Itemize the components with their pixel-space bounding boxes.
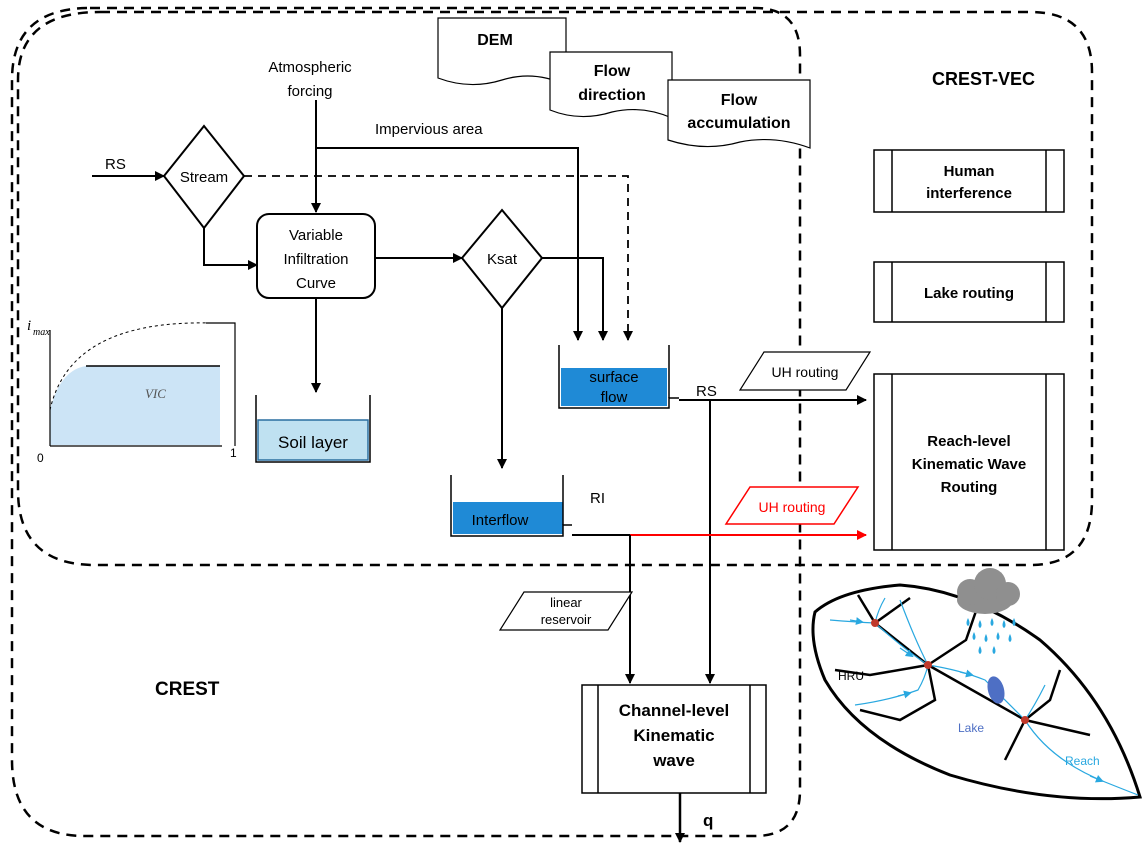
basin-sketch: HRU Lake Reach: [811, 583, 1142, 801]
svg-text:Channel-level: Channel-level: [619, 701, 730, 720]
ri-label: RI: [590, 490, 605, 507]
channel-kinematic-box: Channel-level Kinematic wave: [581, 684, 767, 794]
atmospheric-forcing-label: Atmospheric: [268, 59, 352, 76]
svg-text:Kinematic Wave: Kinematic Wave: [912, 456, 1027, 473]
svg-text:Interflow: Interflow: [472, 512, 529, 529]
vic-box: Variable Infiltration Curve: [256, 213, 376, 299]
svg-text:Stream: Stream: [180, 169, 228, 186]
svg-text:VIC: VIC: [145, 386, 166, 401]
reach-kinematic-box: Reach-level Kinematic Wave Routing: [873, 373, 1065, 551]
svg-text:UH routing: UH routing: [772, 364, 839, 380]
svg-text:Reach: Reach: [1065, 754, 1100, 768]
svg-text:Variable: Variable: [289, 227, 343, 244]
stream-dashed-line: [244, 175, 633, 341]
lake-routing-box: Lake routing: [873, 261, 1065, 323]
ksat-to-surface-arrow: [542, 257, 608, 341]
svg-text:Routing: Routing: [941, 479, 998, 496]
surface-flow-tank: surface flow: [558, 345, 679, 409]
svg-text:Curve: Curve: [296, 275, 336, 292]
svg-text:Infiltration: Infiltration: [283, 251, 348, 268]
svg-text:1: 1: [230, 446, 237, 460]
atmospheric-forcing-label-2: forcing: [287, 83, 332, 100]
rs-label: RS: [696, 383, 717, 400]
rain-cloud-icon: [957, 568, 1020, 654]
crest-boundary: [10, 6, 802, 838]
flow-accumulation-document: Flow accumulation: [667, 79, 811, 149]
svg-text:Kinematic: Kinematic: [633, 726, 714, 745]
svg-text:interference: interference: [926, 185, 1012, 202]
dem-document: DEM: [437, 17, 567, 86]
svg-text:max: max: [33, 327, 50, 338]
uh-routing-box-1: UH routing: [738, 351, 872, 391]
impervious-arrow: [316, 147, 583, 341]
soil-layer-tank: Soil layer: [255, 395, 371, 463]
flow-direction-document: Flow direction: [549, 51, 673, 119]
svg-text:Soil layer: Soil layer: [278, 433, 348, 452]
svg-text:Flow: Flow: [594, 63, 631, 80]
svg-text:HRU: HRU: [838, 669, 864, 683]
stream-diamond: Stream: [162, 124, 246, 230]
crest-title: CREST: [155, 679, 220, 700]
river-network: [829, 597, 1139, 796]
svg-text:flow: flow: [601, 389, 628, 406]
ksat-diamond: Ksat: [460, 208, 544, 310]
svg-text:0: 0: [37, 451, 44, 465]
svg-text:i: i: [27, 318, 31, 334]
lake-shape: [987, 676, 1005, 704]
svg-text:surface: surface: [589, 369, 638, 386]
svg-text:Flow: Flow: [721, 92, 758, 109]
uh-routing-box-2: UH routing: [724, 486, 860, 525]
crest-vec-boundary: [16, 10, 1094, 567]
svg-text:accumulation: accumulation: [687, 115, 790, 132]
linear-reservoir-box: linear reservoir: [498, 591, 634, 631]
svg-text:reservoir: reservoir: [541, 612, 592, 627]
svg-text:wave: wave: [652, 751, 695, 770]
svg-text:direction: direction: [578, 87, 646, 104]
interflow-tank: Interflow: [450, 475, 572, 537]
impervious-area-label: Impervious area: [375, 121, 483, 138]
human-interference-box: Human interference: [873, 149, 1065, 213]
svg-text:Lake routing: Lake routing: [924, 285, 1014, 302]
svg-text:UH routing: UH routing: [759, 499, 826, 515]
svg-text:Ksat: Ksat: [487, 251, 518, 268]
vic-inset-graph: i max VIC 0 1: [27, 318, 237, 465]
svg-text:DEM: DEM: [477, 32, 513, 49]
stream-to-vic-arrow: [203, 228, 258, 270]
crest-vec-title: CREST-VEC: [932, 69, 1035, 89]
hru-boundaries: [834, 584, 1091, 761]
rs-input-label: RS: [105, 156, 126, 173]
svg-text:Reach-level: Reach-level: [927, 433, 1010, 450]
svg-text:linear: linear: [550, 595, 582, 610]
svg-text:Human: Human: [944, 163, 995, 180]
svg-text:Lake: Lake: [958, 721, 984, 735]
q-label: q: [703, 811, 713, 830]
